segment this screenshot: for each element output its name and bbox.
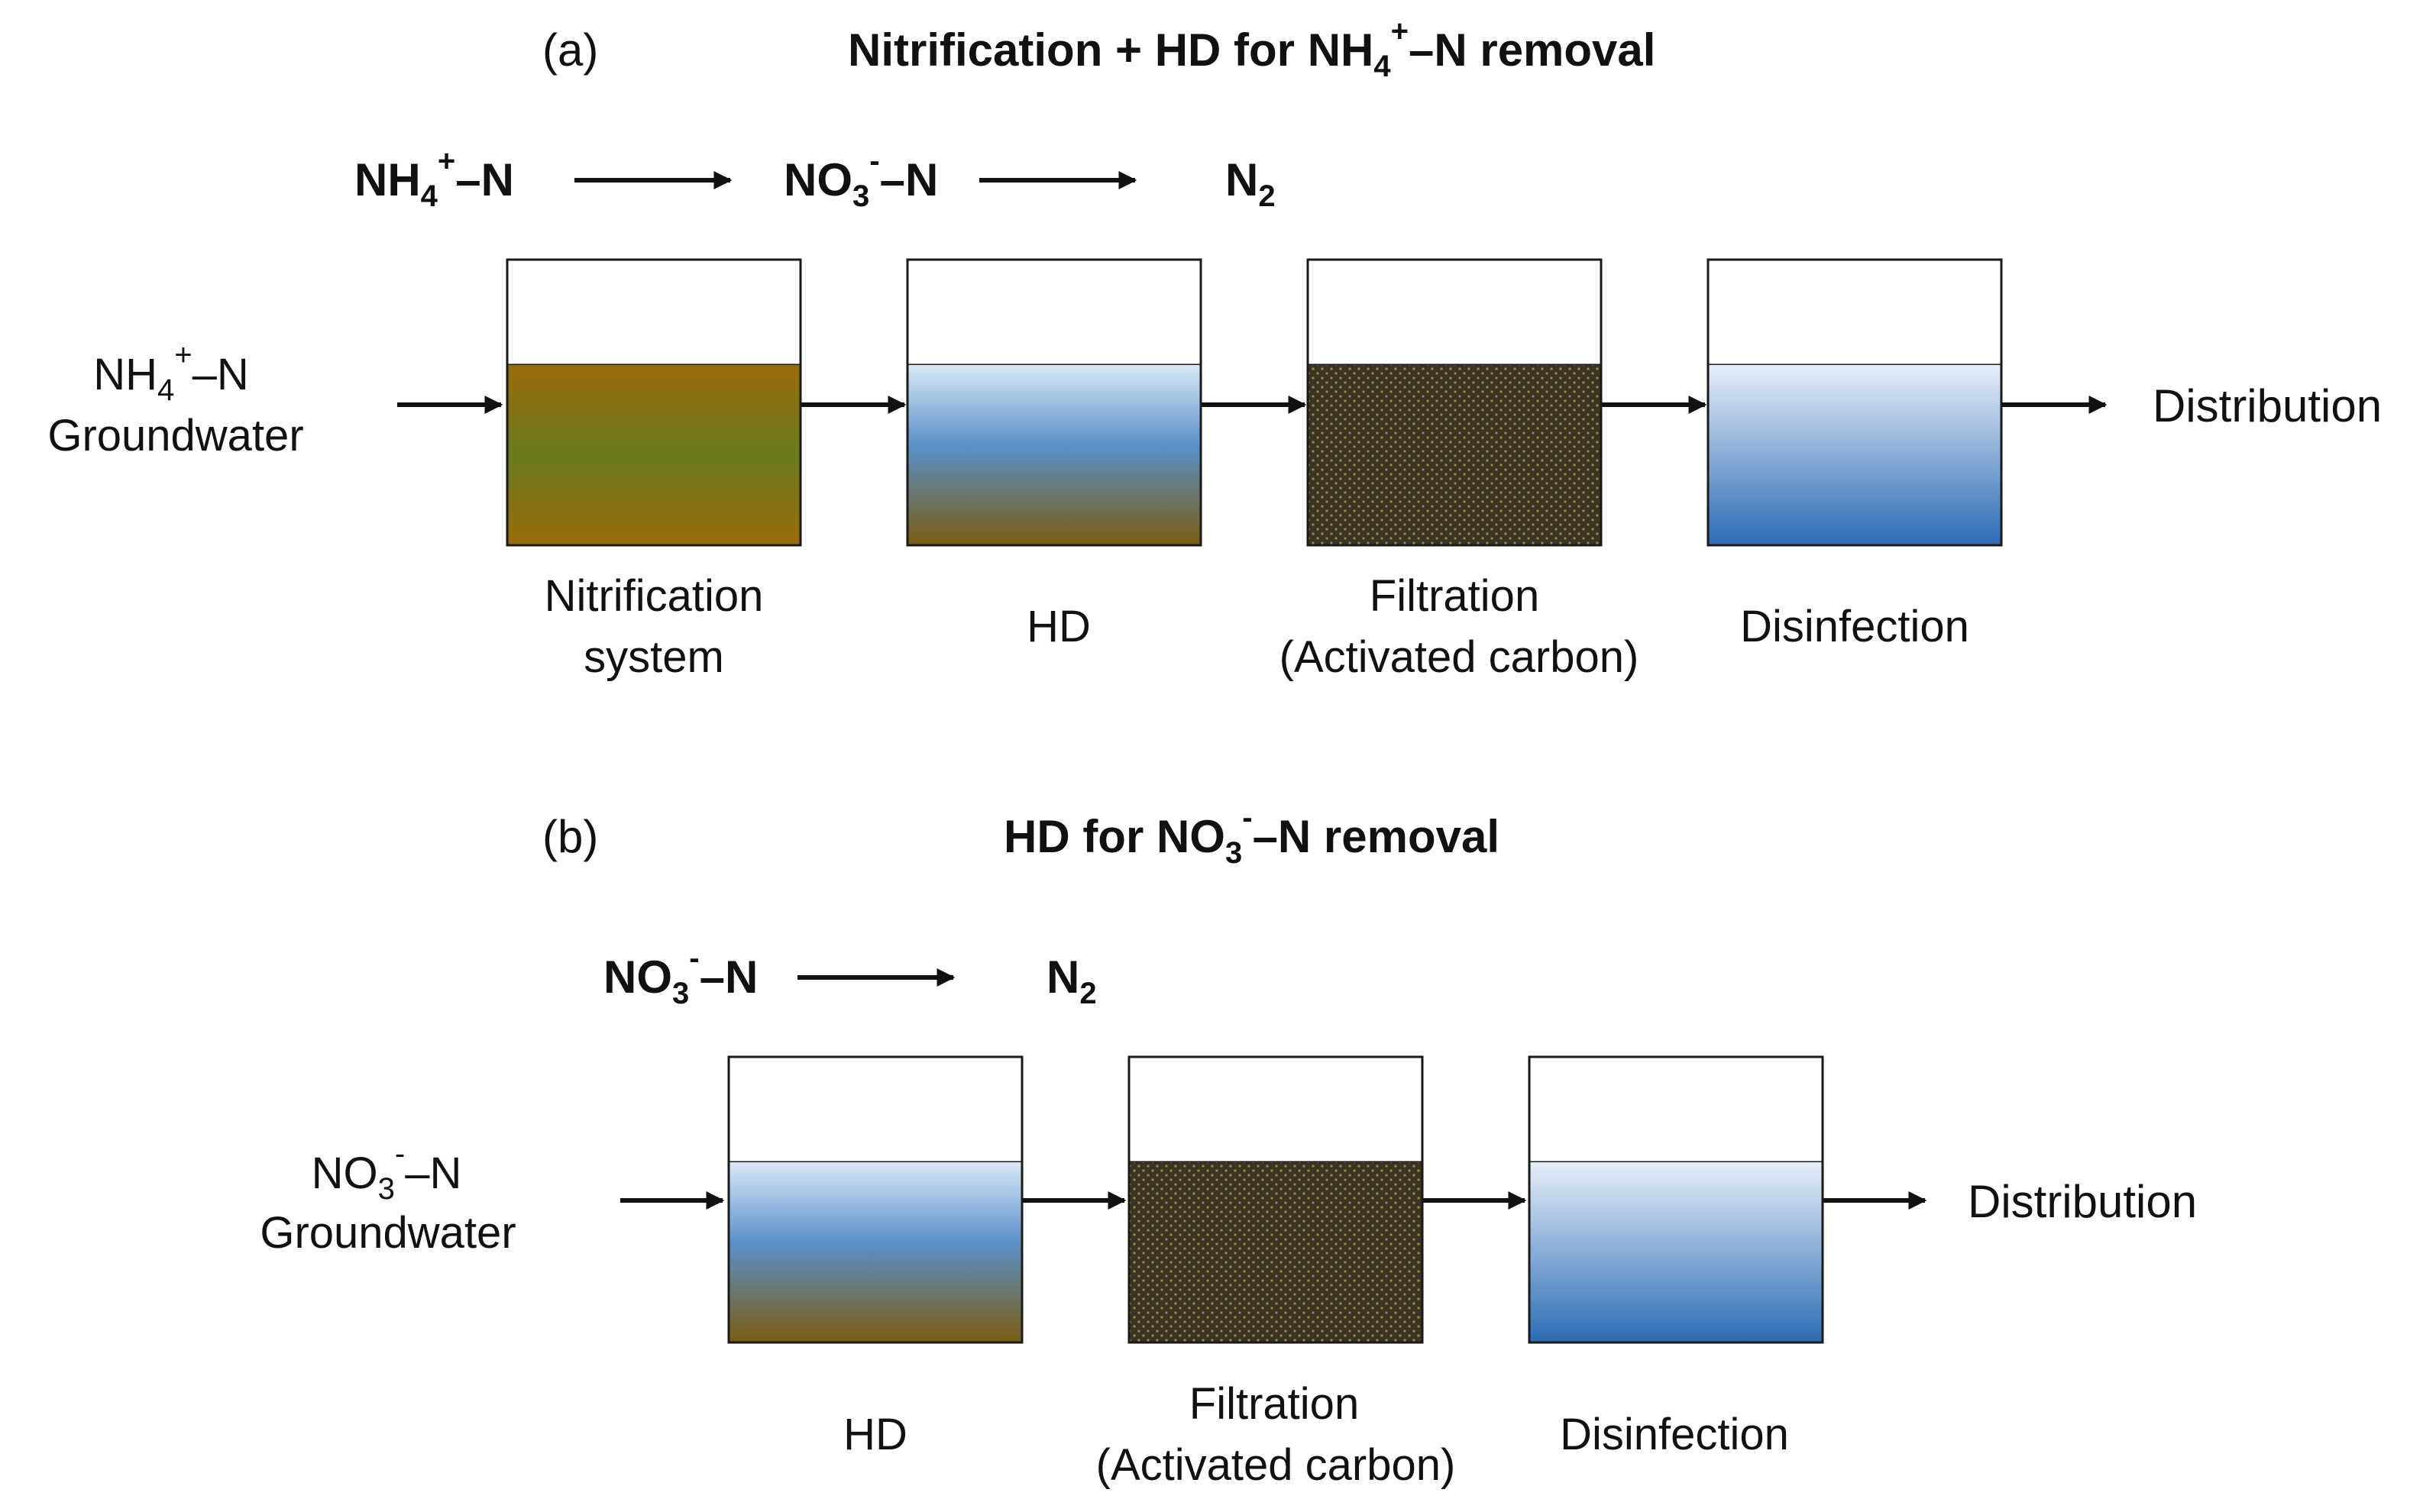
tank-nitrification bbox=[506, 258, 802, 547]
input-a-species: NH4+–N bbox=[93, 338, 249, 407]
reaction-a-nitrogen-gas: N2 bbox=[1225, 154, 1276, 213]
reaction-a-nitrate: NO3-–N bbox=[784, 144, 938, 213]
tank-disinfection-a-label: Disinfection bbox=[1740, 602, 1969, 651]
output-b-distribution: Distribution bbox=[1968, 1176, 2197, 1227]
tank-filtration-b-media bbox=[1129, 1162, 1422, 1342]
tank-hd-a-liquid bbox=[907, 365, 1201, 545]
reaction-b-nitrogen-gas: N2 bbox=[1047, 951, 1097, 1010]
tank-nitrification-label-1: Nitrification bbox=[545, 571, 764, 621]
tank-filtration-a-label-2: (Activated carbon) bbox=[1279, 632, 1639, 682]
tank-filtration-a-media bbox=[1308, 365, 1601, 545]
reaction-b-nitrate: NO3-–N bbox=[603, 942, 758, 1010]
tank-nitrification-liquid bbox=[507, 365, 801, 545]
output-a-distribution: Distribution bbox=[2153, 380, 2382, 431]
tank-filtration-b-label-1: Filtration bbox=[1189, 1379, 1359, 1429]
tank-hd-b bbox=[727, 1055, 1024, 1344]
reaction-a-ammonium: NH4+–N bbox=[354, 144, 514, 213]
tank-disinfection-b-liquid bbox=[1529, 1162, 1823, 1342]
panel-a-label: (a) bbox=[542, 24, 598, 76]
tank-filtration-a-label-1: Filtration bbox=[1370, 571, 1539, 621]
tank-disinfection-a-liquid bbox=[1708, 365, 2001, 545]
panel-b-label: (b) bbox=[542, 811, 598, 862]
tank-disinfection-b-label: Disinfection bbox=[1560, 1410, 1789, 1459]
input-b-species: NO3-–N bbox=[312, 1137, 462, 1206]
tank-hd-a bbox=[906, 258, 1202, 547]
panel-a: (a) Nitrification + HD for NH4+–N remova… bbox=[47, 15, 2382, 682]
tank-hd-b-liquid bbox=[729, 1162, 1022, 1342]
tank-filtration-b-label-2: (Activated carbon) bbox=[1096, 1440, 1456, 1490]
tank-disinfection-b bbox=[1528, 1055, 1824, 1344]
input-b-groundwater: Groundwater bbox=[260, 1208, 516, 1258]
panel-a-title: Nitrification + HD for NH4+–N removal bbox=[848, 15, 1655, 83]
tank-filtration-b bbox=[1127, 1055, 1424, 1344]
tank-hd-b-label: HD bbox=[843, 1410, 907, 1459]
tank-disinfection-a bbox=[1706, 258, 2003, 547]
tank-filtration-a bbox=[1306, 258, 1603, 547]
input-a-groundwater: Groundwater bbox=[47, 411, 303, 460]
tank-hd-a-label: HD bbox=[1027, 602, 1091, 651]
panel-b-title: HD for NO3-–N removal bbox=[1004, 801, 1499, 870]
tank-nitrification-label-2: system bbox=[584, 632, 724, 682]
panel-b: (b) HD for NO3-–N removal NO3-–N N2 NO3-… bbox=[260, 801, 2197, 1490]
